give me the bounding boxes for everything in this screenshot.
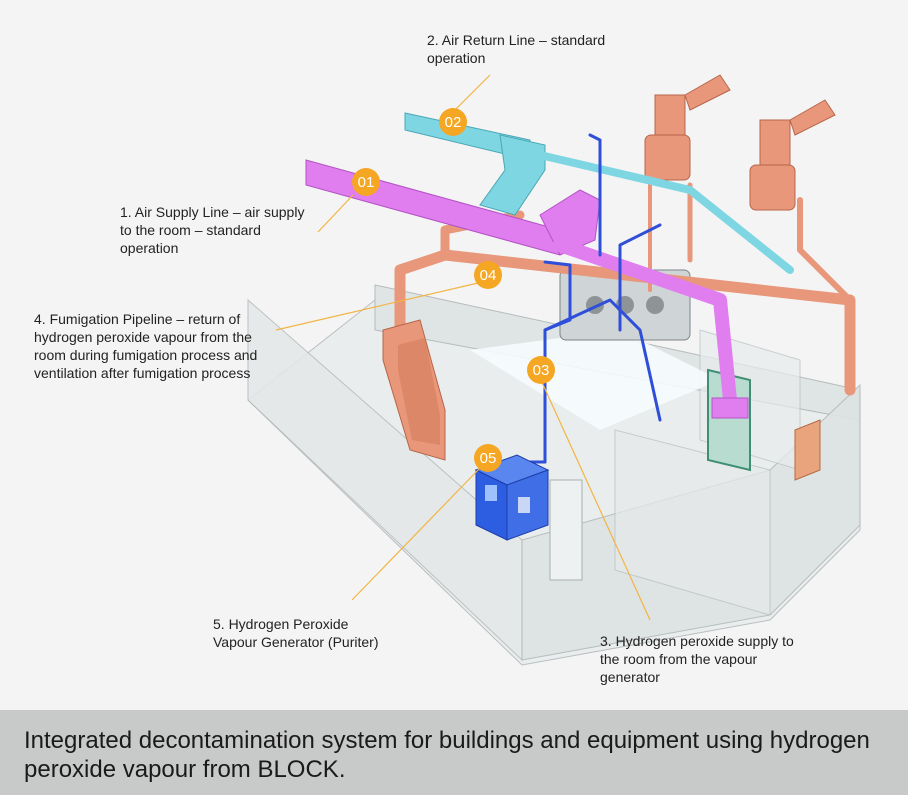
caption-bar: Integrated decontamination system for bu… bbox=[0, 710, 908, 795]
label-fumigation-pipeline: 4. Fumigation Pipeline – return of hydro… bbox=[34, 311, 258, 381]
door-wood bbox=[794, 419, 821, 481]
fumigation-tower bbox=[382, 319, 446, 461]
badge-05-text: 05 bbox=[480, 450, 497, 467]
vapour-generator bbox=[474, 454, 550, 541]
badge-04: 04 bbox=[474, 261, 502, 289]
badge-02: 02 bbox=[439, 108, 467, 136]
badge-05: 05 bbox=[474, 444, 502, 472]
label-h2o2-supply: 3. Hydrogen peroxide supply to the room … bbox=[600, 633, 794, 685]
badge-03: 03 bbox=[527, 356, 555, 384]
caption-text: Integrated decontamination system for bu… bbox=[24, 727, 870, 783]
leader-lines bbox=[275, 74, 651, 621]
system-illustration: 01 02 03 04 05 bbox=[247, 74, 861, 666]
door-green bbox=[707, 368, 751, 472]
label-air-return-line: 2. Air Return Line – standard operation bbox=[427, 32, 606, 66]
door-left bbox=[549, 479, 583, 581]
badge-01: 01 bbox=[352, 168, 380, 196]
label-vapour-generator: 5. Hydrogen Peroxide Vapour Generator (P… bbox=[213, 616, 379, 650]
glove-port-3 bbox=[646, 296, 664, 314]
badge-01-text: 01 bbox=[358, 174, 375, 191]
badge-03-text: 03 bbox=[533, 362, 550, 379]
air-return-duct bbox=[404, 112, 794, 274]
badge-02-text: 02 bbox=[445, 114, 462, 131]
air-handling-unit-2 bbox=[749, 99, 836, 211]
label-air-supply-line: 1. Air Supply Line – air supply to the r… bbox=[120, 204, 305, 256]
badge-04-text: 04 bbox=[480, 267, 497, 284]
air-handling-unit-1 bbox=[644, 74, 731, 181]
h2o2-supply-line bbox=[528, 133, 662, 464]
